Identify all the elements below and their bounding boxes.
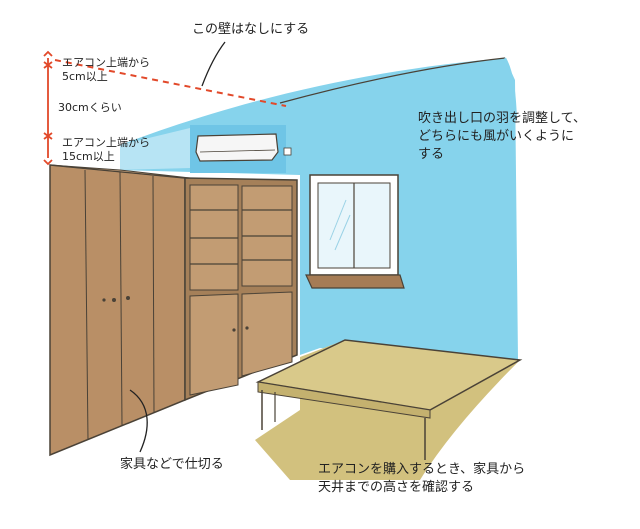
- dimension-marker: [43, 50, 53, 166]
- check-height-note-line2: 天井までの高さを確認する: [318, 480, 475, 495]
- furniture-leader: [129, 389, 148, 453]
- gap-note: 30cmくらい: [58, 101, 122, 114]
- ac-bottom-note-line1: エアコン上端から: [62, 136, 150, 149]
- wall-corner-edge: [504, 57, 517, 121]
- ceiling-edge: [279, 57, 506, 104]
- bed: [255, 339, 523, 460]
- window: [305, 174, 405, 289]
- ac-top-note-line2: 5cm以上: [62, 70, 108, 83]
- bookshelf: [184, 177, 298, 402]
- remove-wall-note: この壁はなしにする: [192, 22, 310, 37]
- remove-wall-leader: [201, 41, 226, 87]
- adjust-fins-note-line1: 吹き出し口の羽を調整して、: [418, 111, 586, 126]
- check-height-note-line1: エアコンを購入するとき、家具から: [318, 462, 526, 477]
- adjust-fins-note-line2: どちらにも風がいくように: [418, 129, 575, 144]
- wardrobe: [49, 164, 191, 457]
- ac-top-note-line1: エアコン上端から: [62, 56, 150, 69]
- partition-furniture-note: 家具などで仕切る: [120, 457, 224, 472]
- adjust-fins-note-line3: する: [418, 147, 445, 162]
- wall-fade: [120, 128, 190, 170]
- ac-bottom-note-line2: 15cm以上: [62, 150, 115, 163]
- air-conditioner: [195, 133, 292, 162]
